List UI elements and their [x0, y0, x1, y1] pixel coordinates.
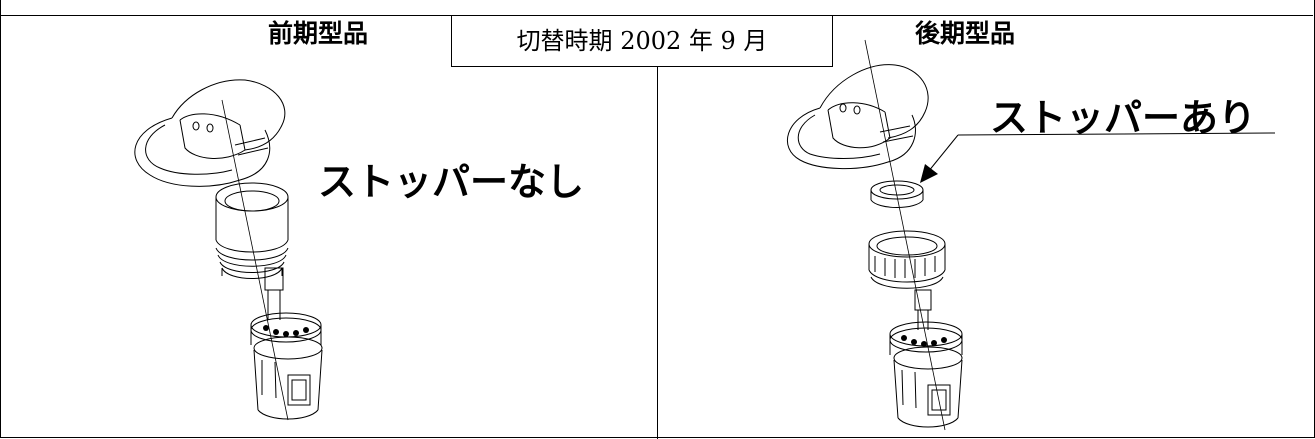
cartridge-nut	[215, 182, 289, 279]
label-with-stopper: ストッパーあり	[990, 96, 1257, 140]
right-title: 後期型品	[915, 19, 1016, 48]
cartridge-stem-new	[914, 289, 932, 330]
left-faucet-drawing	[134, 79, 323, 421]
stopper-ring	[870, 180, 924, 208]
center-divider	[657, 15, 658, 439]
right-faucet-drawing	[786, 39, 1276, 431]
left-title: 前期型品	[268, 19, 369, 48]
label-without-stopper: ストッパーなし	[318, 160, 585, 204]
cartridge-nut-new	[868, 230, 946, 289]
stopper-arrowhead	[920, 164, 938, 183]
handle-lever	[134, 79, 286, 187]
header-rule	[0, 15, 1313, 16]
handle-lever-new	[786, 64, 929, 169]
cartridge-body	[250, 312, 323, 420]
switch-period-box: 切替時期 2002 年 9 月	[451, 16, 833, 67]
cartridge-stem	[264, 267, 284, 320]
